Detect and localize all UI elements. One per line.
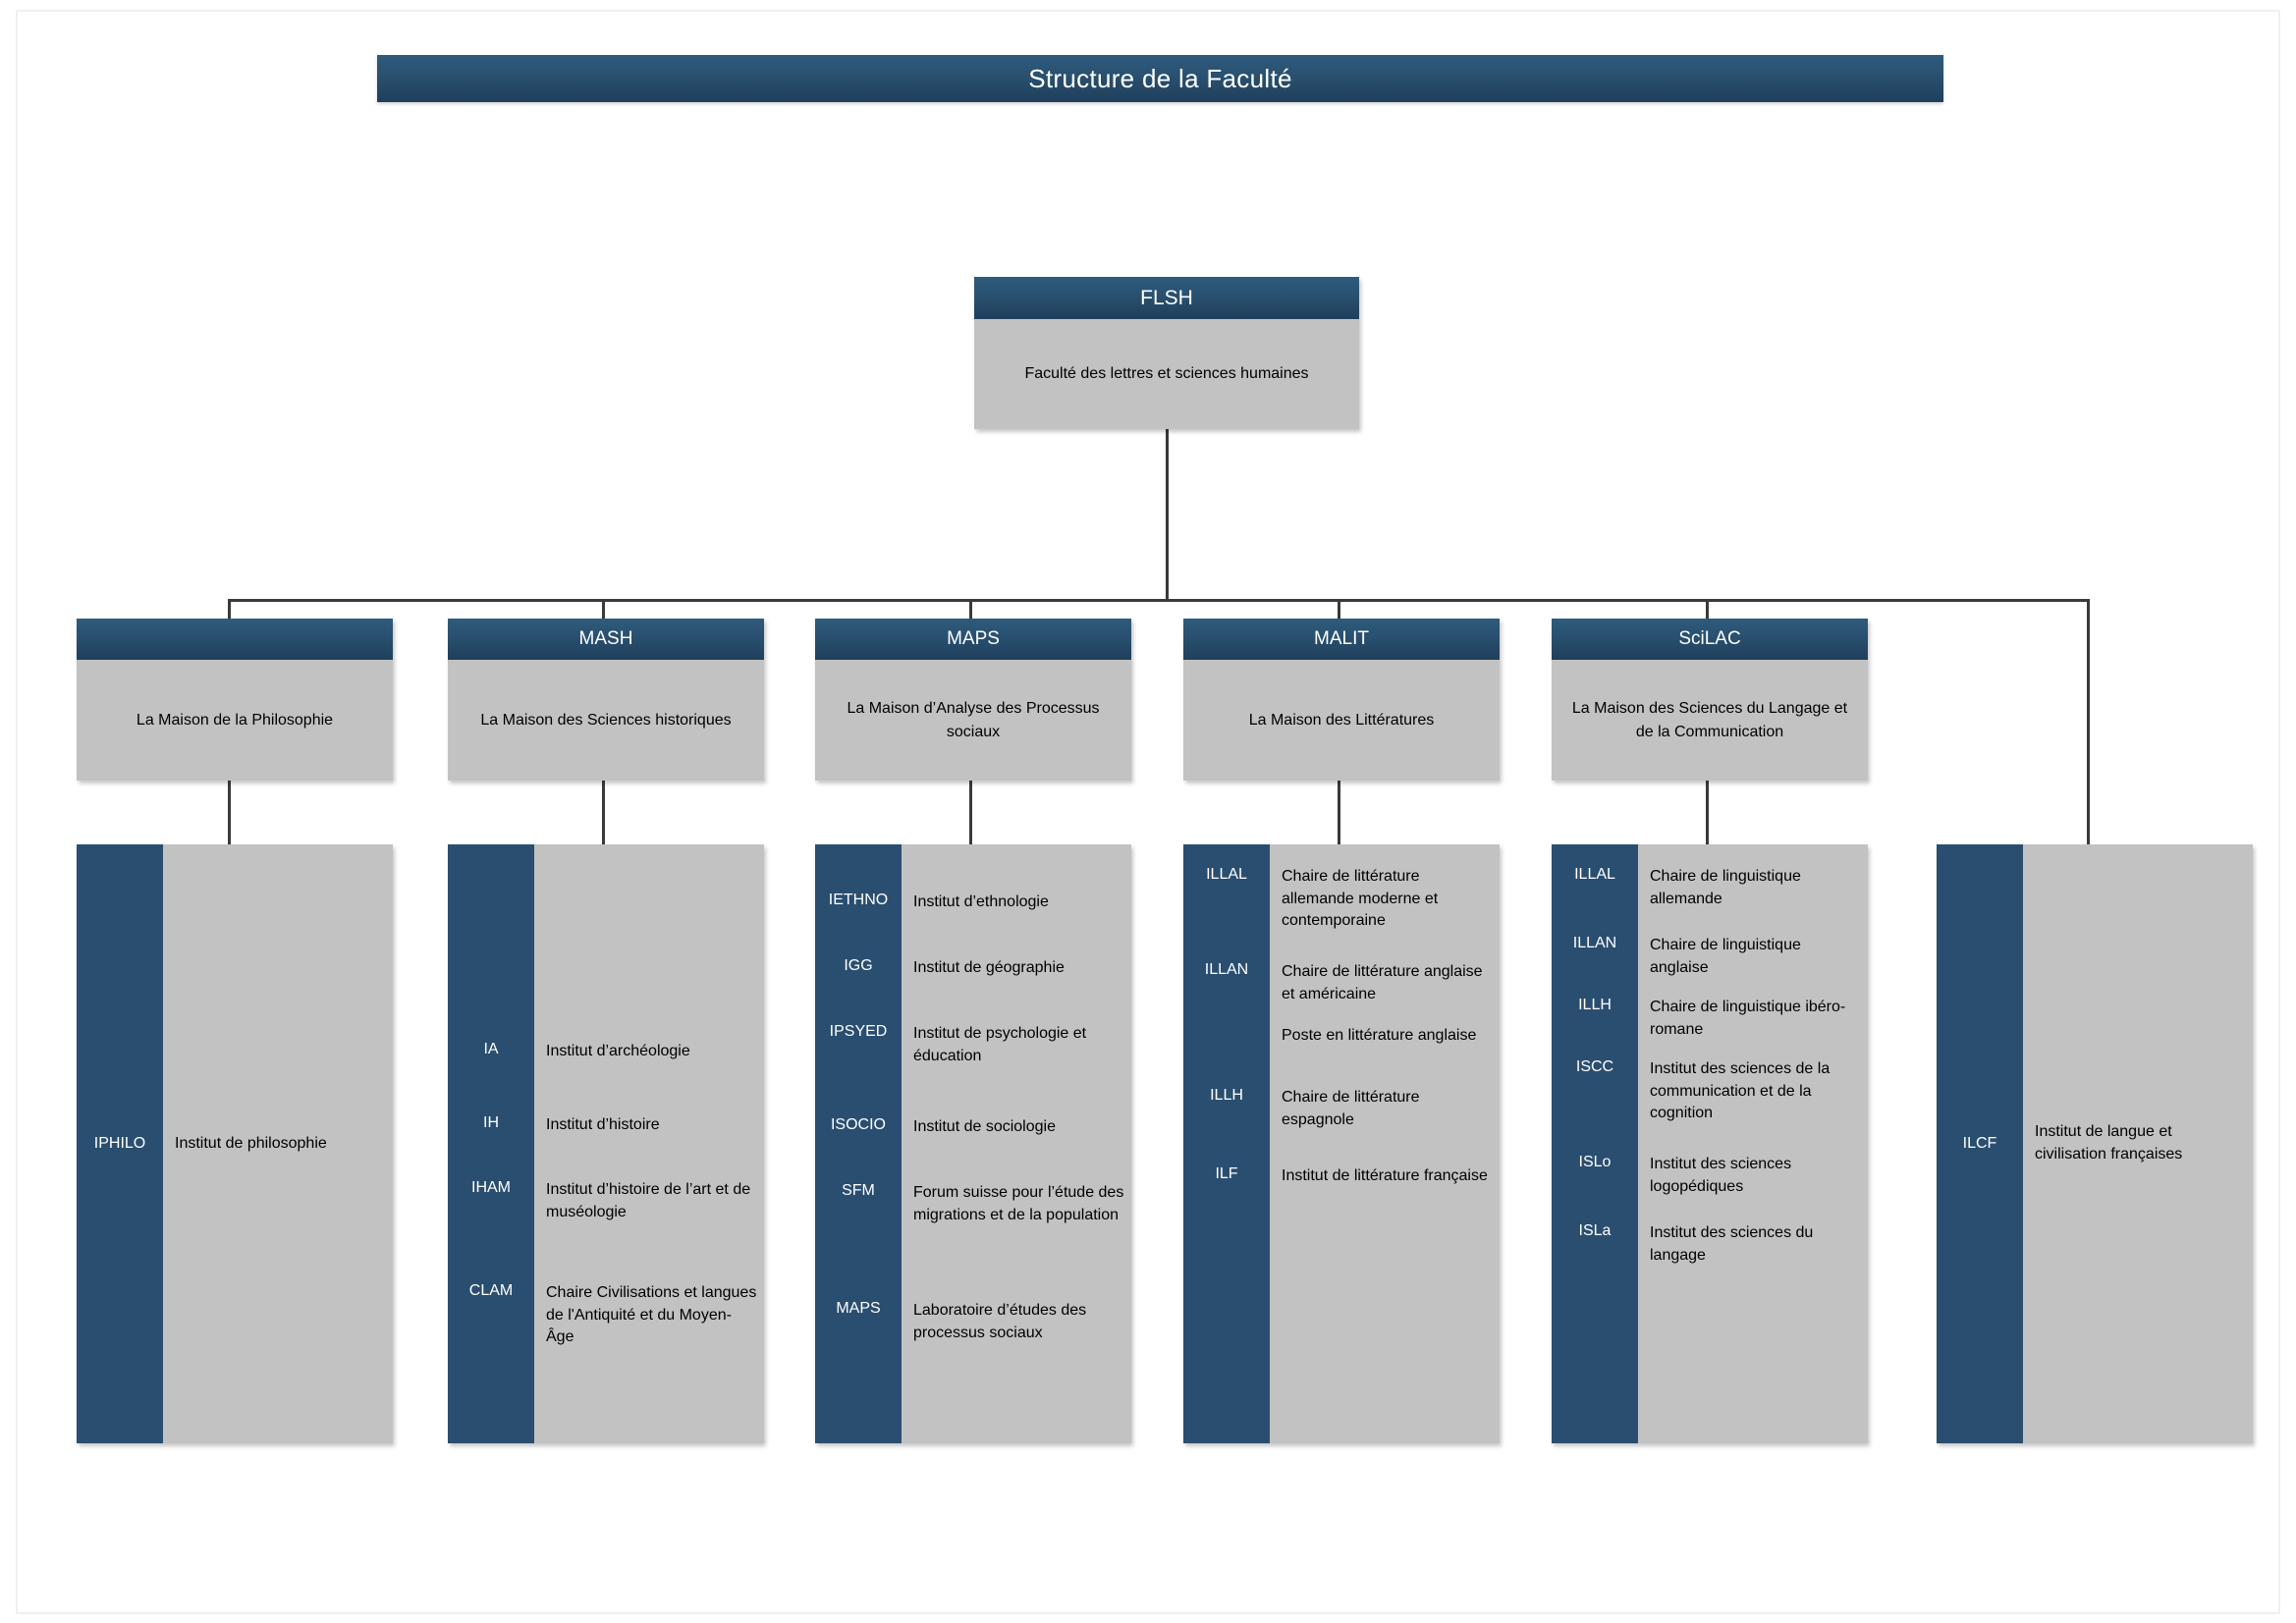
unit-name: Institut de philosophie xyxy=(175,1134,327,1152)
unit-name: Poste en littérature anglaise xyxy=(1282,1027,1477,1044)
node-house-philosophie[interactable]: La Maison de la Philosophie xyxy=(77,619,393,781)
unit-name: Institut de langue et civilisation franç… xyxy=(2035,1123,2183,1163)
unit-name: Chaire de littérature espagnole xyxy=(1282,1089,1420,1128)
unit-acronym: IA xyxy=(483,1041,499,1057)
units-box-maps[interactable]: IETHNO IGG IPSYED ISOCIO SFM MAPS Instit… xyxy=(815,844,1131,1443)
connector-drop-house-5 xyxy=(1706,599,1709,621)
units-description-column: Chaire de linguistique allemande Chaire … xyxy=(1638,844,1868,1443)
connector-drop-house-3 xyxy=(969,599,972,621)
connector-house-2-to-units xyxy=(602,781,605,856)
connector-house-4-to-units xyxy=(1338,781,1340,856)
connector-house-5-to-units xyxy=(1706,781,1709,856)
units-description-column: Institut de philosophie xyxy=(163,844,393,1443)
node-house-scilac-name: La Maison des Sciences du Langage et de … xyxy=(1552,660,1868,781)
connector-house-1-to-units xyxy=(228,781,231,856)
unit-name: Institut des sciences logopédiques xyxy=(1650,1156,1792,1195)
units-acronym-column: ILCF xyxy=(1937,844,2023,1443)
unit-name: Chaire de linguistique anglaise xyxy=(1650,937,1801,976)
unit-acronym: ISCC xyxy=(1575,1058,1614,1075)
units-box-ilcf[interactable]: ILCF Institut de langue et civilisation … xyxy=(1937,844,2253,1443)
unit-acronym: ILLH xyxy=(1210,1087,1243,1104)
unit-acronym: ILF xyxy=(1215,1165,1238,1182)
node-flsh-acronym: FLSH xyxy=(974,277,1359,319)
units-acronym-column: IPHILO xyxy=(77,844,163,1443)
unit-name: Institut de sociologie xyxy=(913,1118,1056,1135)
unit-acronym: ISOCIO xyxy=(830,1116,886,1133)
unit-acronym: SFM xyxy=(842,1182,875,1199)
unit-name: Institut des sciences de la communicatio… xyxy=(1650,1060,1831,1122)
unit-acronym: ILLAN xyxy=(1204,961,1249,978)
unit-acronym: ILLAL xyxy=(1206,866,1247,883)
unit-acronym: ISLo xyxy=(1578,1154,1612,1170)
unit-acronym: IHAM xyxy=(471,1179,511,1196)
unit-name: Chaire de littérature allemande moderne … xyxy=(1282,868,1439,930)
units-description-column: Institut de langue et civilisation franç… xyxy=(2023,844,2253,1443)
unit-acronym: ILLH xyxy=(1578,997,1612,1013)
unit-name: Institut d’archéologie xyxy=(546,1043,690,1059)
node-flsh[interactable]: FLSH Faculté des lettres et sciences hum… xyxy=(974,277,1359,429)
unit-acronym: IETHNO xyxy=(828,892,889,908)
unit-name: Institut de géographie xyxy=(913,959,1065,976)
units-acronym-column: IA IH IHAM CLAM xyxy=(448,844,534,1443)
units-box-malit[interactable]: ILLAL ILLAN ILLH ILF Chaire de littératu… xyxy=(1183,844,1500,1443)
page-title: Structure de la Faculté xyxy=(1028,63,1292,93)
connector-horizontal-bus xyxy=(228,599,2090,602)
node-house-mash-name: La Maison des Sciences historiques xyxy=(448,660,764,781)
units-acronym-column: ILLAL ILLAN ILLH ILF xyxy=(1183,844,1270,1443)
units-box-philosophie[interactable]: IPHILO Institut de philosophie xyxy=(77,844,393,1443)
units-description-column: Chaire de littérature allemande moderne … xyxy=(1270,844,1500,1443)
units-acronym-column: ILLAL ILLAN ILLH ISCC ISLo ISLa xyxy=(1552,844,1638,1443)
node-house-philosophie-name: La Maison de la Philosophie xyxy=(77,660,393,781)
units-box-mash[interactable]: IA IH IHAM CLAM Institut d’archéologie I… xyxy=(448,844,764,1443)
unit-name: Chaire Civilisations et langues de l'Ant… xyxy=(546,1284,757,1346)
node-house-mash-acronym: MASH xyxy=(448,619,764,660)
unit-name: Institut d’histoire de l’art et de muséo… xyxy=(546,1181,751,1220)
node-house-mash[interactable]: MASH La Maison des Sciences historiques xyxy=(448,619,764,781)
unit-acronym: ILLAN xyxy=(1572,935,1617,951)
unit-acronym: ILLAL xyxy=(1574,866,1615,883)
connector-drop-house-1 xyxy=(228,599,231,621)
units-box-scilac[interactable]: ILLAL ILLAN ILLH ISCC ISLo ISLa Chaire d… xyxy=(1552,844,1868,1443)
node-house-scilac[interactable]: SciLAC La Maison des Sciences du Langage… xyxy=(1552,619,1868,781)
node-house-malit[interactable]: MALIT La Maison des Littératures xyxy=(1183,619,1500,781)
unit-acronym xyxy=(1183,1025,1270,1087)
unit-acronym: IGG xyxy=(844,957,873,974)
unit-acronym: IPSYED xyxy=(829,1023,888,1040)
unit-acronym: IH xyxy=(483,1114,499,1131)
unit-name: Laboratoire d’études des processus socia… xyxy=(913,1302,1087,1341)
node-house-maps[interactable]: MAPS La Maison d’Analyse des Processus s… xyxy=(815,619,1131,781)
unit-acronym: ISLa xyxy=(1578,1222,1612,1239)
unit-acronym: IPHILO xyxy=(93,1135,146,1152)
unit-name: Forum suisse pour l’étude des migrations… xyxy=(913,1184,1124,1223)
units-acronym-column: IETHNO IGG IPSYED ISOCIO SFM MAPS xyxy=(815,844,902,1443)
unit-name: Chaire de littérature anglaise et améric… xyxy=(1282,963,1483,1002)
connector-root-stem xyxy=(1166,429,1169,601)
unit-acronym: ILCF xyxy=(1962,1135,1997,1152)
units-description-column: Institut d’archéologie Institut d’histoi… xyxy=(534,844,764,1443)
connector-drop-standalone-ilcf xyxy=(2087,599,2090,856)
connector-house-3-to-units xyxy=(969,781,972,856)
units-description-column: Institut d’ethnologie Institut de géogra… xyxy=(902,844,1131,1443)
node-house-maps-acronym: MAPS xyxy=(815,619,1131,660)
node-house-maps-name: La Maison d’Analyse des Processus sociau… xyxy=(815,660,1131,781)
connector-drop-house-4 xyxy=(1338,599,1340,621)
node-flsh-name: Faculté des lettres et sciences humaines xyxy=(974,319,1359,429)
unit-name: Institut d’ethnologie xyxy=(913,893,1049,910)
connector-drop-house-2 xyxy=(602,599,605,621)
unit-name: Chaire de linguistique allemande xyxy=(1650,868,1801,907)
node-house-malit-name: La Maison des Littératures xyxy=(1183,660,1500,781)
unit-acronym: CLAM xyxy=(468,1282,514,1299)
unit-name: Institut de psychologie et éducation xyxy=(913,1025,1087,1064)
node-house-malit-acronym: MALIT xyxy=(1183,619,1500,660)
unit-name: Institut de littérature française xyxy=(1282,1167,1488,1184)
node-house-philosophie-acronym xyxy=(77,619,393,660)
unit-name: Chaire de linguistique ibéro-romane xyxy=(1650,999,1846,1038)
page-title-banner: Structure de la Faculté xyxy=(377,55,1943,102)
unit-name: Institut des sciences du langage xyxy=(1650,1224,1814,1264)
unit-acronym: MAPS xyxy=(836,1300,881,1317)
unit-name: Institut d’histoire xyxy=(546,1116,660,1133)
node-house-scilac-acronym: SciLAC xyxy=(1552,619,1868,660)
